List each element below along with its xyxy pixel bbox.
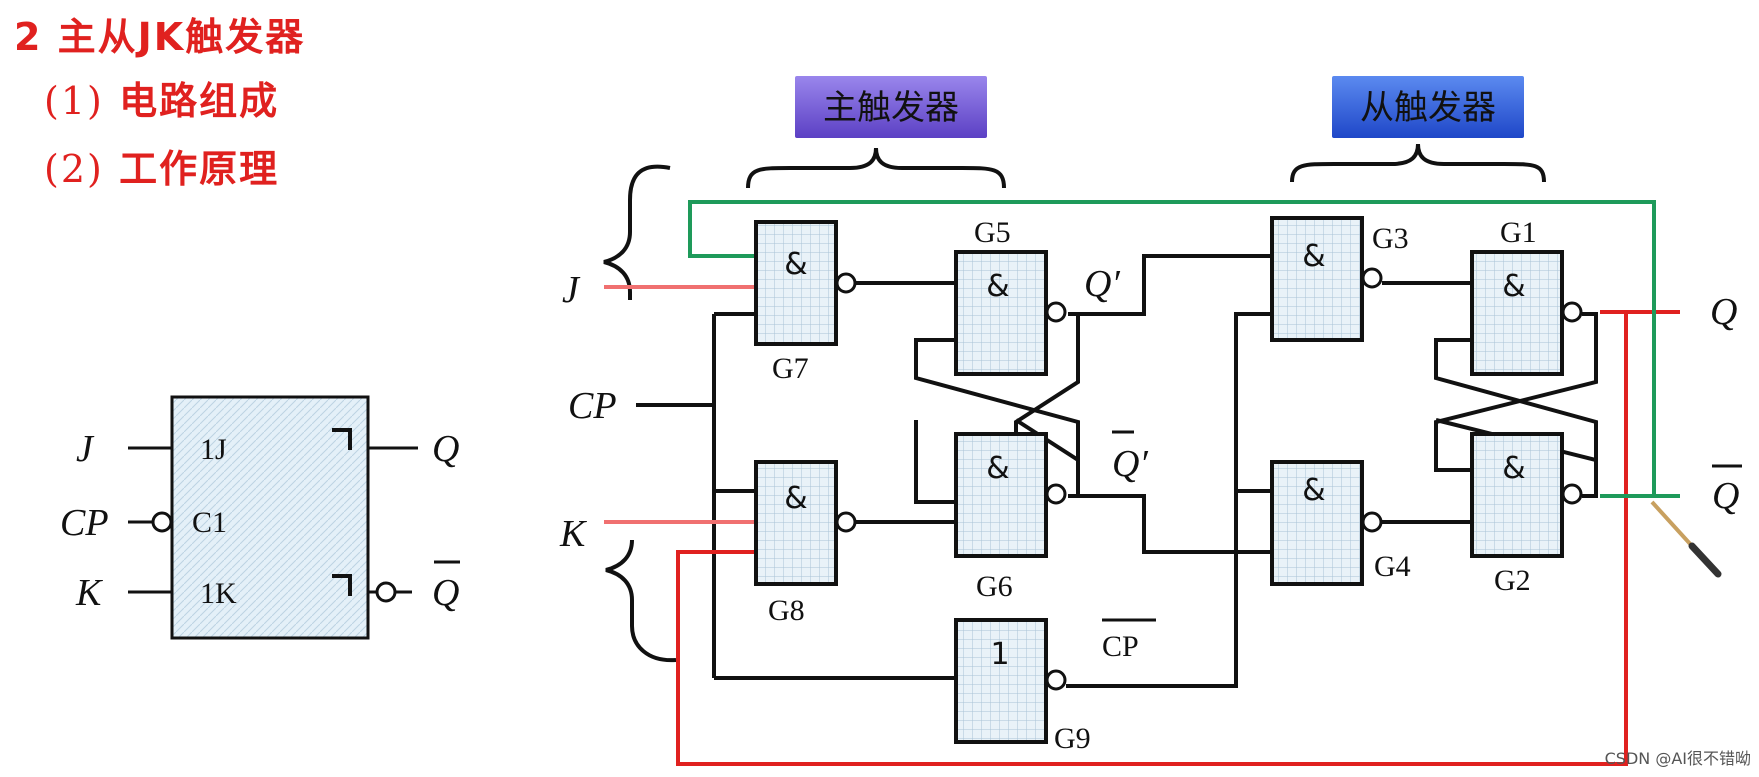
gate-g4-label: G4 — [1374, 550, 1411, 583]
cp-inversion-bubble — [151, 511, 173, 533]
symbol-pin-qbar: Q — [432, 572, 459, 614]
gate-g5-symbol: & — [986, 269, 1009, 304]
master-title: 主触发器 — [823, 88, 959, 128]
gate-g8-symbol: & — [784, 481, 807, 516]
gate-g2: & G2 — [1470, 432, 1583, 597]
section-circuit-composition: (1) 电路组成 — [44, 70, 279, 125]
qbar-inversion-bubble — [375, 581, 397, 603]
gate-g1-label: G1 — [1500, 216, 1537, 249]
symbol-pin-q: Q — [432, 428, 459, 470]
jk-symbol-box — [170, 395, 370, 640]
gate-g5: & G5 — [954, 216, 1067, 376]
gate-g2-label: G2 — [1494, 564, 1531, 597]
output-label-qbar: Q — [1712, 475, 1739, 517]
slave-title-group: 从触发器 — [1290, 76, 1546, 183]
k-input-brace — [605, 539, 677, 663]
colored-wires — [604, 200, 1680, 766]
master-brace — [746, 147, 1006, 189]
gate-g3: & G3 — [1270, 216, 1409, 342]
jk-symbol: 1J C1 1K J CP K Q Q — [60, 395, 460, 640]
gate-g2-symbol: & — [1502, 451, 1525, 486]
gate-g3-label: G3 — [1372, 222, 1409, 255]
master-title-group: 主触发器 — [746, 76, 1006, 189]
postponed-output-mark-qbar — [332, 574, 352, 596]
pen-pointer-icon — [1650, 500, 1722, 578]
gate-g6: & G6 — [954, 432, 1067, 603]
symbol-pin-cp: CP — [60, 502, 109, 544]
gate-g5-label: G5 — [974, 216, 1011, 249]
gate-g8: & G8 — [754, 460, 857, 627]
section-working-principle: (2) 工作原理 — [44, 138, 279, 193]
label-cp-bar: CP — [1102, 630, 1139, 663]
section-text-1: 电路组成 — [119, 79, 280, 123]
gate-g1-symbol: & — [1502, 269, 1525, 304]
gate-g6-symbol: & — [986, 451, 1009, 486]
j-input-brace — [603, 164, 671, 300]
symbol-input-1k: 1K — [200, 577, 237, 610]
symbol-pin-k: K — [75, 572, 103, 614]
label-q-prime-bar: Q′ — [1112, 443, 1148, 485]
gate-g9: 1 G9 — [954, 618, 1091, 755]
symbol-pin-j: J — [76, 428, 95, 470]
gate-g6-label: G6 — [976, 570, 1013, 603]
postponed-output-mark-q — [332, 428, 352, 450]
slave-brace — [1290, 143, 1546, 183]
gate-g3-symbol: & — [1302, 239, 1325, 274]
input-label-j: J — [562, 269, 581, 311]
symbol-input-1j: 1J — [200, 433, 227, 466]
gate-g7: & G7 — [754, 220, 857, 385]
main-title: 2 主从JK触发器 — [14, 15, 306, 59]
master-title-box — [795, 76, 987, 138]
gate-g9-symbol: 1 — [990, 637, 1009, 672]
gate-g7-symbol: & — [784, 247, 807, 282]
section-text-2: 工作原理 — [119, 147, 280, 191]
input-label-k: K — [559, 513, 587, 555]
section-number-2: (2) — [44, 147, 104, 191]
slave-title: 从触发器 — [1360, 88, 1496, 128]
gate-g1: & G1 — [1470, 216, 1583, 376]
gate-g7-label: G7 — [772, 352, 809, 385]
input-label-cp: CP — [568, 385, 617, 427]
slave-title-box — [1332, 76, 1524, 138]
gate-g4-symbol: & — [1302, 473, 1325, 508]
symbol-input-c1: C1 — [192, 506, 227, 539]
gate-g9-label: G9 — [1054, 722, 1091, 755]
section-number-1: (1) — [44, 79, 104, 123]
watermark: CSDN @AI很不错呦 — [1604, 749, 1751, 768]
label-q-prime: Q′ — [1084, 263, 1120, 305]
gate-g4: & G4 — [1270, 460, 1411, 586]
gate-g8-label: G8 — [768, 594, 805, 627]
output-label-q: Q — [1710, 291, 1737, 333]
